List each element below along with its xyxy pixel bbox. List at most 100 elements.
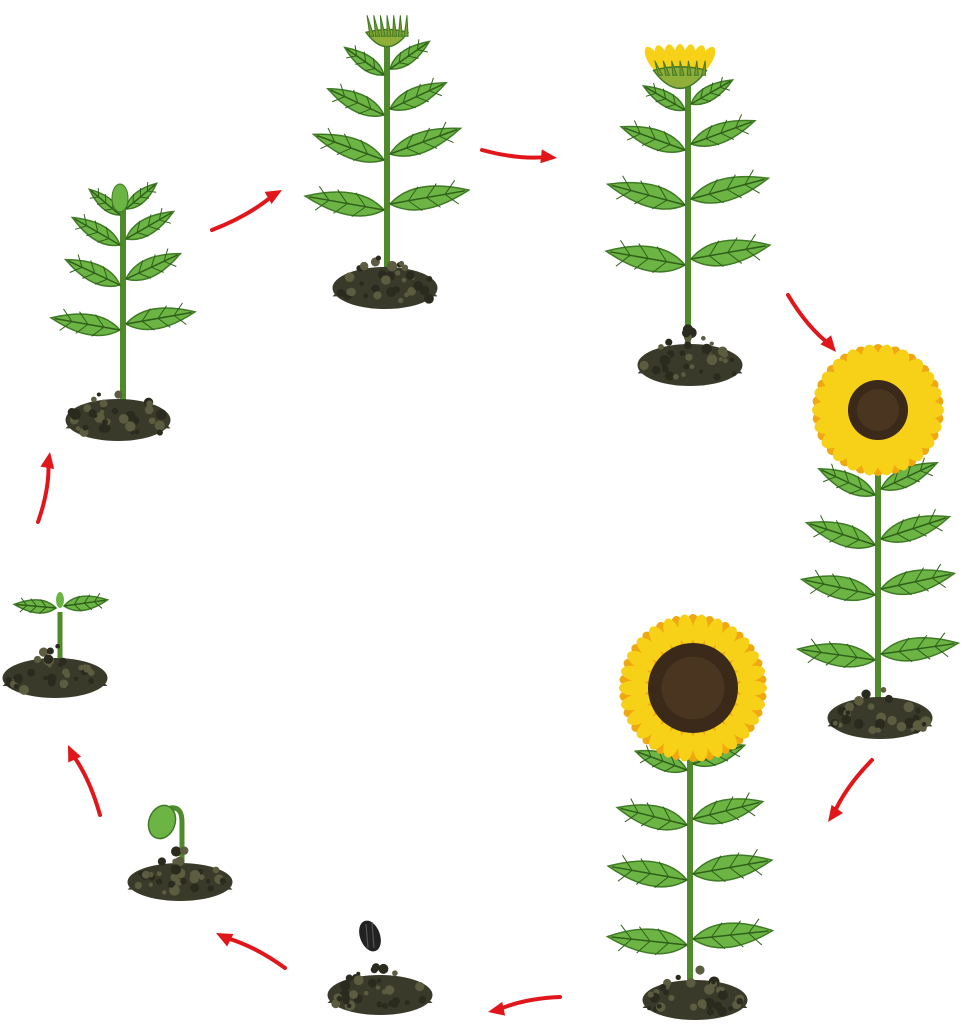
- leaf-vein: [708, 800, 723, 825]
- leaf-icon: [689, 114, 757, 147]
- arrow-icon: [216, 933, 287, 970]
- bracts: [366, 15, 375, 37]
- leaf-vein: [849, 475, 863, 495]
- leaf-vein: [711, 922, 726, 950]
- leaf-vein: [19, 597, 28, 613]
- plant: [604, 76, 772, 343]
- leaf-vein: [173, 302, 187, 325]
- leaf-blade: [691, 854, 774, 882]
- soil-clod: [663, 978, 672, 987]
- soil-clod: [88, 669, 95, 676]
- soil-clod: [62, 668, 70, 676]
- soil-clod: [884, 694, 893, 703]
- soil-clod: [212, 866, 220, 874]
- soil-clod: [717, 989, 728, 1001]
- leaf-vein: [29, 598, 37, 614]
- leaf-icon: [12, 597, 58, 615]
- soil-clod: [375, 255, 382, 261]
- leaf-vein: [163, 248, 177, 267]
- leaf-vein: [91, 314, 105, 337]
- soil-clod: [665, 338, 673, 346]
- leaf-vein: [745, 233, 761, 261]
- bracts: [686, 60, 692, 76]
- soil-clod: [134, 881, 142, 890]
- petal: [664, 44, 678, 73]
- stage-opening-bud: [604, 44, 772, 386]
- soil-clod: [647, 1005, 652, 1011]
- soil-clod: [381, 1002, 389, 1010]
- soil-clod: [736, 997, 743, 1005]
- arrow-icon: [68, 745, 102, 817]
- petal: [715, 722, 738, 750]
- leaf-icon: [49, 308, 122, 337]
- leaf-vein: [692, 860, 768, 875]
- soil-clod: [114, 390, 123, 399]
- arrow-icon: [210, 190, 282, 232]
- leaf-icon: [605, 175, 687, 210]
- soil-clod: [99, 409, 105, 415]
- soil-clod: [701, 335, 706, 341]
- soil-clod: [405, 270, 415, 280]
- leaf-vein: [320, 127, 336, 150]
- leaf-vein: [617, 924, 632, 952]
- soil-clod: [722, 358, 728, 364]
- soil-clod: [88, 678, 94, 684]
- leaf-vein: [353, 139, 369, 161]
- petal: [648, 722, 671, 750]
- leaf-vein: [627, 120, 641, 141]
- leaf-vein: [726, 174, 742, 199]
- leaf-vein: [398, 52, 410, 66]
- soil-clod: [167, 880, 175, 888]
- soil-clod: [353, 975, 364, 986]
- soil-clod: [59, 679, 69, 689]
- leaf-vein: [59, 308, 73, 331]
- petal: [821, 422, 856, 449]
- leaf-vein: [89, 188, 100, 199]
- soil-clod: [679, 350, 686, 356]
- soil-clod: [896, 721, 907, 732]
- soil-clod: [59, 657, 67, 666]
- soil-clod: [647, 991, 654, 998]
- leaf-vein: [639, 745, 652, 764]
- soil-clod: [83, 404, 92, 413]
- leaf-vein: [150, 254, 164, 273]
- leaf-vein: [351, 192, 367, 218]
- petal: [861, 344, 882, 383]
- soil-clod: [709, 341, 714, 346]
- petal: [894, 429, 924, 462]
- soil-icon: [332, 255, 438, 309]
- soil-clod: [701, 343, 712, 355]
- leaf-vein: [690, 245, 766, 260]
- soil-clod: [717, 346, 728, 357]
- soil-clod: [685, 353, 693, 361]
- leaf-icon: [388, 121, 463, 157]
- leaf-icon: [795, 638, 877, 669]
- soil-clod: [704, 984, 715, 995]
- soil-clod: [845, 710, 851, 716]
- soil-clod: [207, 885, 214, 892]
- leaf-blade: [124, 307, 197, 331]
- arrow-head: [264, 190, 282, 205]
- arrow-head: [820, 335, 836, 352]
- leaf-vein: [132, 194, 143, 205]
- soil-icon: [642, 965, 748, 1020]
- leaf-vein: [844, 525, 860, 548]
- soil-clod: [404, 1000, 410, 1006]
- petal: [692, 614, 708, 646]
- petal: [832, 358, 862, 391]
- seed-stripes: [365, 921, 375, 949]
- leaf-blade: [606, 860, 689, 888]
- soil-clod: [419, 285, 430, 296]
- soil-clod: [700, 1003, 707, 1010]
- plant: [795, 437, 961, 703]
- soil-clod: [868, 726, 877, 735]
- leaf-vein: [807, 638, 822, 664]
- leaf-icon: [879, 508, 952, 543]
- leaf-vein: [652, 185, 668, 210]
- soil-clod: [43, 654, 54, 664]
- plant: [605, 717, 775, 988]
- soil-clod: [681, 328, 691, 338]
- soil-clod: [144, 405, 154, 415]
- leaf-vein: [827, 573, 842, 598]
